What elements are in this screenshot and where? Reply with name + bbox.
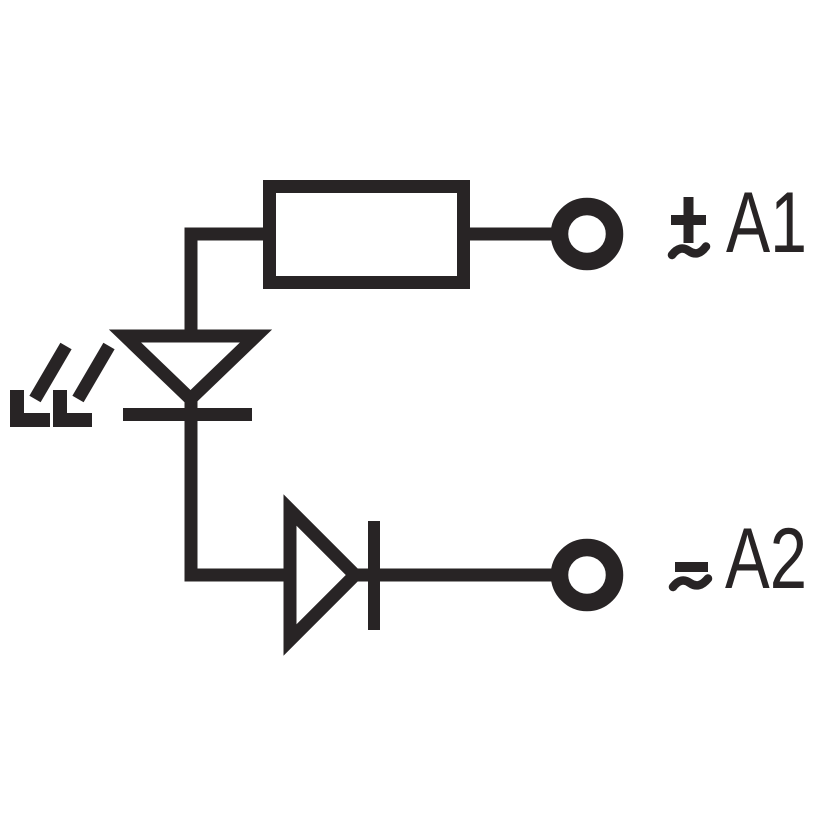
minus-ac-symbol [668,562,713,592]
tilde-icon [668,574,713,592]
resistor-body [263,180,470,289]
led-emission-arrow-icon [10,342,72,427]
led-triangle [108,329,273,409]
terminal-circle-a1 [550,197,624,271]
terminal-circle-a2 [550,538,624,612]
arrow-head [10,390,50,427]
plus-ac-symbol [667,197,711,260]
terminal-label-a2: A2 [725,511,807,607]
arrow-head [53,390,92,427]
arrow-shaft [29,342,72,403]
arrow-shaft [72,342,115,403]
diode-triangle [283,494,365,656]
led-emission-arrow-icon [53,342,115,427]
tilde-icon [667,242,711,260]
terminal-label-a1: A1 [726,175,807,271]
